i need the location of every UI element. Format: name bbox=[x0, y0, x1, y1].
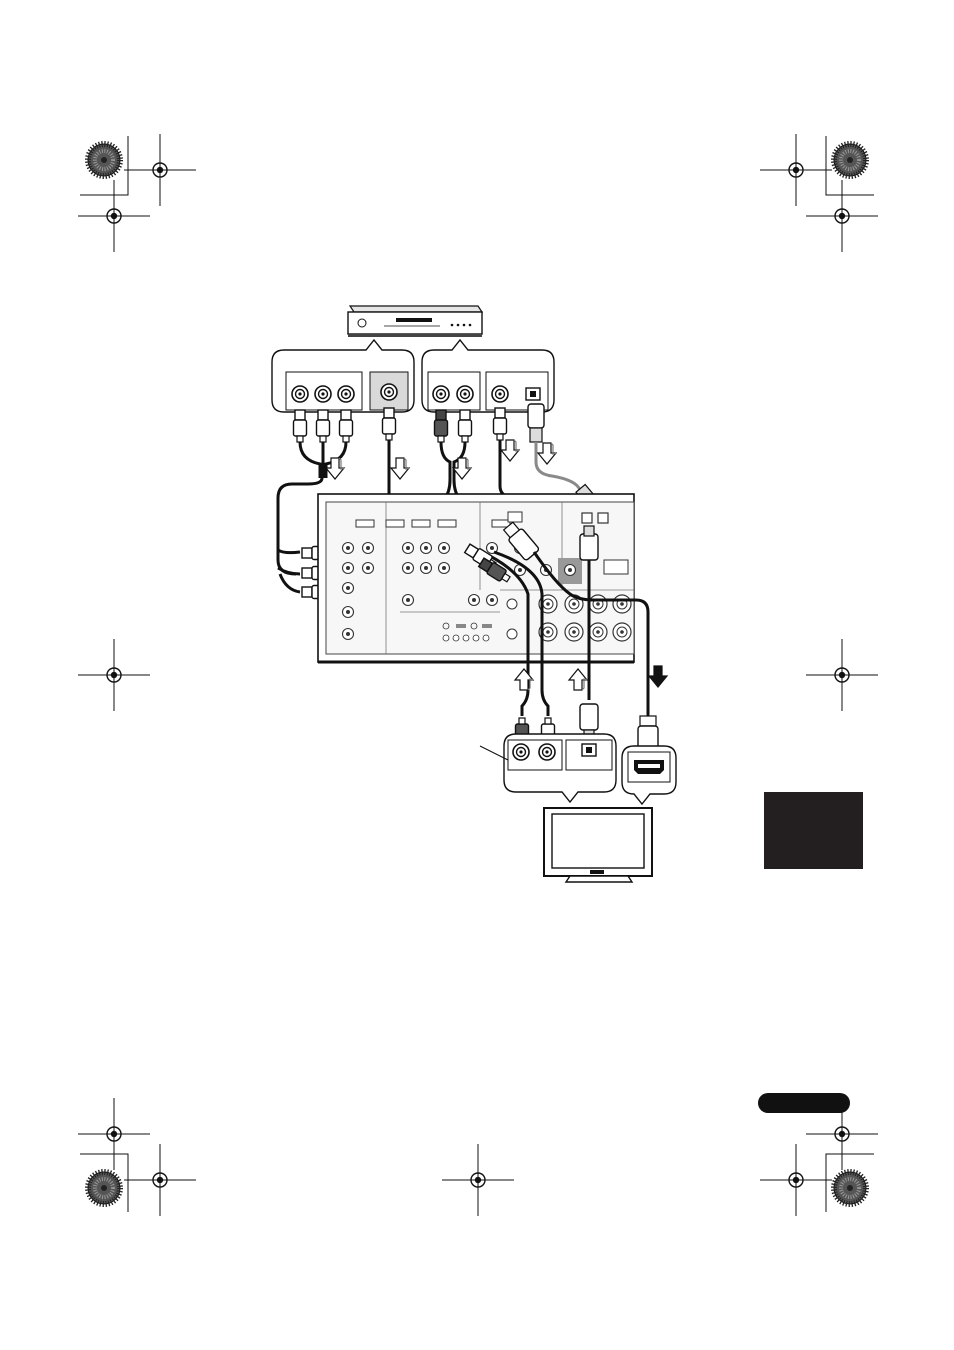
tv-hdmi-panel bbox=[622, 746, 676, 804]
television-icon bbox=[544, 808, 652, 882]
starburst-marks bbox=[88, 144, 866, 1204]
page-number-badge bbox=[758, 1093, 850, 1113]
player-component-panel bbox=[272, 340, 414, 412]
tv-audio-panel bbox=[480, 734, 616, 802]
receiver-rear-panel-icon bbox=[318, 494, 634, 662]
section-tab bbox=[764, 792, 863, 869]
disc-player-icon bbox=[348, 306, 482, 337]
player-audio-panel bbox=[422, 340, 554, 412]
registration-marks bbox=[78, 134, 878, 1216]
